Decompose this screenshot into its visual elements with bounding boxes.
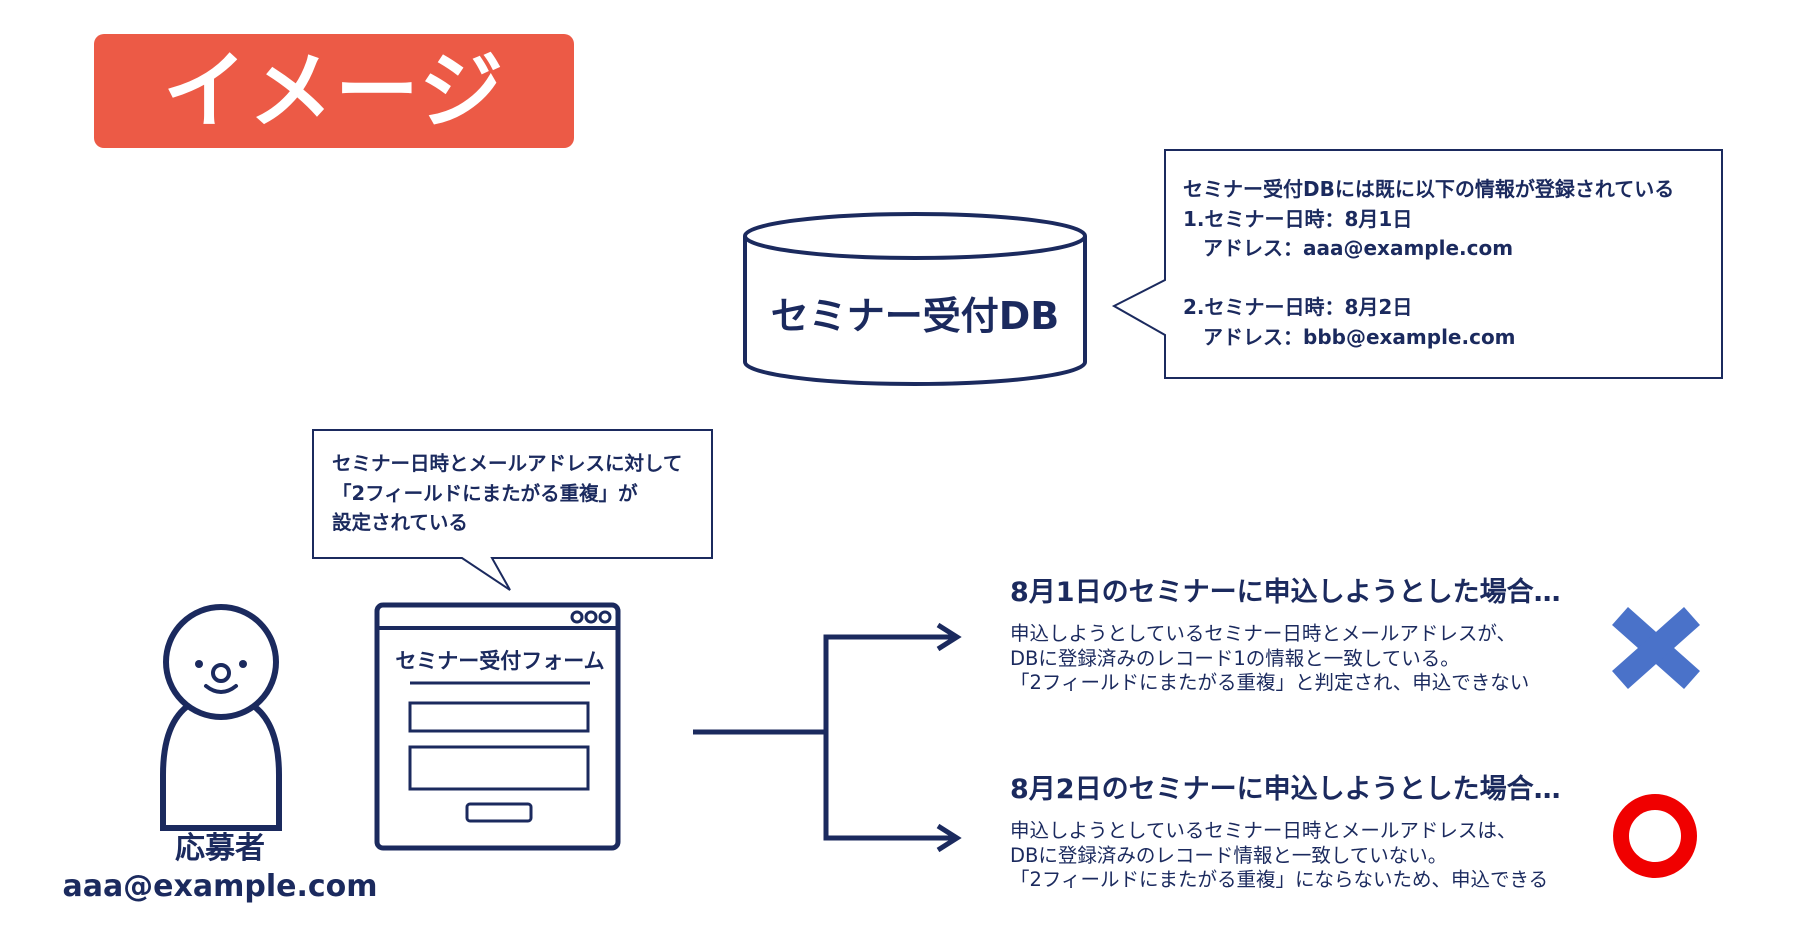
person-icon (160, 604, 282, 831)
result-line: 申込しようとしているセミナー日時とメールアドレスが、 (1010, 622, 1517, 645)
branch-arrows (693, 622, 962, 853)
applicant-role: 応募者 (175, 831, 265, 866)
applicant-label: 応募者 aaa@example.com (60, 830, 380, 906)
result-line: 「2フィールドにまたがる重複」と判定され、申込できない (1010, 671, 1530, 694)
database-label: セミナー受付DB (770, 294, 1060, 338)
form-note-line: セミナー日時とメールアドレスに対して (332, 452, 683, 475)
result-body-1: 申込しようとしているセミナー日時とメールアドレスが、 DBに登録済みのレコード1… (1010, 622, 1610, 696)
result-body-2: 申込しようとしているセミナー日時とメールアドレスは、 DBに登録済みのレコード情… (1010, 819, 1610, 893)
db-note-text: セミナー受付DBには既に以下の情報が登録されている 1.セミナー日時：8月1日 … (1183, 175, 1723, 352)
result-title-2: 8月2日のセミナーに申込しようとした場合… (1010, 774, 1561, 805)
result-line: DBに登録済みのレコード情報と一致していない。 (1010, 843, 1448, 867)
circle-icon (1613, 794, 1697, 878)
form-note-line: 「2フィールドにまたがる重複」が (332, 481, 638, 505)
result-title-1: 8月1日のセミナーに申込しようとした場合… (1010, 577, 1561, 608)
database-cylinder-icon (743, 212, 1087, 386)
form-title: セミナー受付フォーム (395, 649, 605, 673)
db-note-line: 2.セミナー日時：8月2日 (1183, 295, 1413, 319)
db-note-callout (1111, 149, 1723, 379)
form-note-callout (312, 429, 713, 591)
title-badge: イメージ (94, 34, 574, 148)
db-note-line (1183, 264, 1723, 294)
person-face (195, 660, 247, 683)
db-note-line: セミナー受付DBには既に以下の情報が登録されている (1183, 177, 1675, 201)
db-note-line: 1.セミナー日時：8月1日 (1183, 206, 1413, 231)
form-window-icon (374, 602, 621, 851)
result-line: 申込しようとしているセミナー日時とメールアドレスは、 (1010, 819, 1517, 842)
result-line: DBに登録済みのレコード1の情報と一致している。 (1010, 646, 1460, 670)
person-smile (204, 684, 238, 694)
cross-icon (1612, 607, 1700, 689)
db-note-line: アドレス：bbb@example.com (1183, 324, 1516, 349)
db-note-line: アドレス：aaa@example.com (1183, 236, 1514, 260)
form-note-line: 設定されている (332, 511, 468, 534)
result-line: 「2フィールドにまたがる重複」にならないため、申込できる (1010, 868, 1549, 891)
form-note-text: セミナー日時とメールアドレスに対して 「2フィールドにまたがる重複」が 設定され… (332, 449, 722, 538)
applicant-email: aaa@example.com (62, 869, 378, 904)
